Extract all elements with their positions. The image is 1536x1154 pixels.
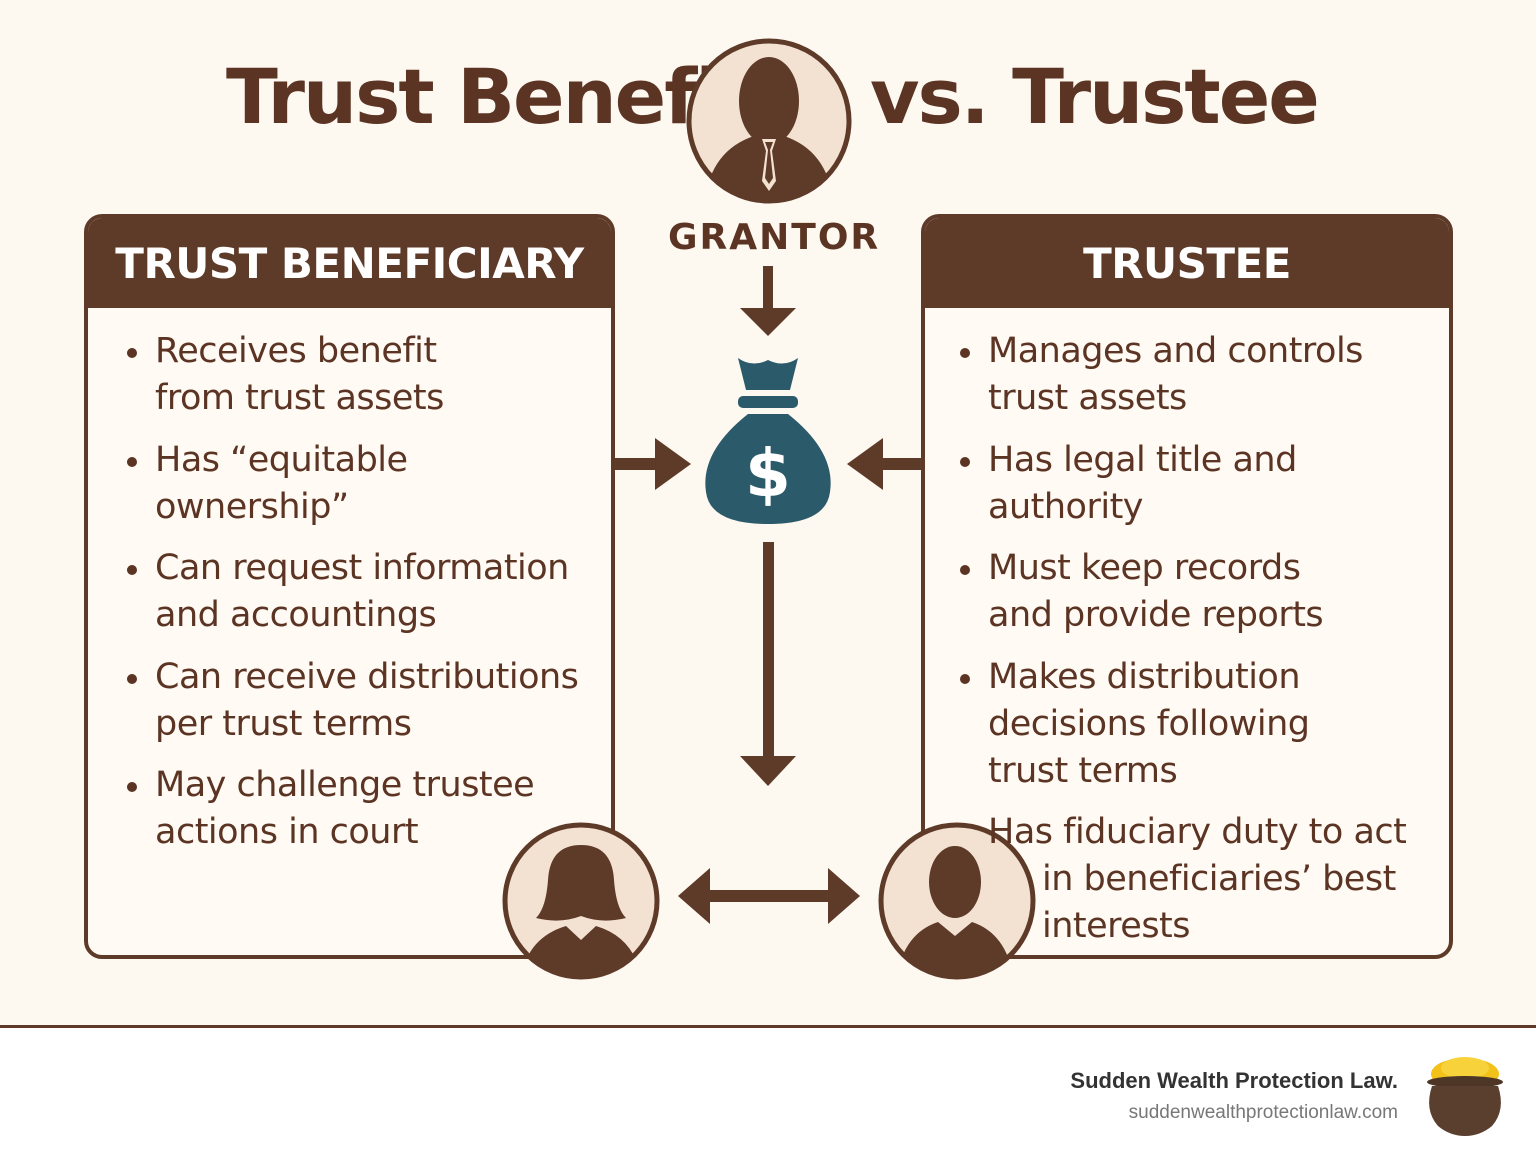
line: and accountings (155, 595, 437, 635)
line: ownership” (155, 487, 349, 527)
beneficiary-heading: TRUST BENEFICIARY (88, 218, 611, 308)
bullet (127, 782, 137, 792)
line: Manages and controls (988, 331, 1363, 371)
footer-url[interactable]: suddenwealthprotectionlaw.com (1128, 1102, 1398, 1123)
bullet (127, 565, 137, 575)
line: interests (1042, 906, 1191, 946)
woman-avatar-icon (502, 822, 660, 980)
bullet (960, 457, 970, 467)
footer: Sudden Wealth Protection Law. suddenweal… (0, 1025, 1536, 1154)
list-item: Can request information and accountings (155, 545, 569, 639)
line: from trust assets (155, 378, 444, 418)
list-item: Has legal title and authority (988, 437, 1297, 531)
line: per trust terms (155, 704, 412, 744)
line: Makes distribution (988, 657, 1301, 697)
double-arrow (678, 868, 860, 924)
line: authority (988, 487, 1143, 527)
line: Has legal title and (988, 440, 1297, 480)
grantor-avatar-icon (686, 38, 852, 204)
footer-brand: Sudden Wealth Protection Law. (1070, 1068, 1398, 1093)
arrow-right-to-bag (613, 438, 691, 490)
line: actions in court (155, 812, 419, 852)
line: Has “equitable (155, 440, 408, 480)
arrow-down-grantor (740, 266, 796, 336)
title-left: Trust Benefi (226, 52, 721, 141)
arrow-left-to-bag (847, 438, 925, 490)
bullet (960, 565, 970, 575)
list-item: May challenge trustee actions in court (155, 762, 535, 856)
list-item: Has fiduciary duty to act in beneficiarie… (988, 809, 1407, 950)
money-bag-dollar-icon: $ (705, 358, 831, 524)
line: and provide reports (988, 595, 1324, 635)
trustee-panel: TRUSTEE (921, 214, 1453, 959)
line: trust terms (988, 751, 1178, 791)
trustee-heading: TRUSTEE (925, 218, 1449, 308)
man-avatar-icon (878, 822, 1036, 980)
grantor-label: GRANTOR (668, 217, 881, 258)
list-item: Receives benefit from trust assets (155, 328, 444, 422)
beneficiary-panel: TRUST BENEFICIARY (84, 214, 615, 959)
line: Can receive distributions (155, 657, 579, 697)
bullet (127, 674, 137, 684)
list-item: Must keep records and provide reports (988, 545, 1324, 639)
line: Can request information (155, 548, 569, 588)
title-right: vs. Trustee (870, 52, 1320, 141)
line: trust assets (988, 378, 1187, 418)
list-item: Can receive distributions per trust terms (155, 654, 579, 748)
line: Receives benefit (155, 331, 437, 371)
line: in beneficiaries’ best (1042, 859, 1396, 899)
bullet (960, 674, 970, 684)
bullet (960, 348, 970, 358)
line: decisions following (988, 704, 1310, 744)
arrow-down-long (740, 542, 796, 786)
list-item: Has “equitable ownership” (155, 437, 408, 531)
pot-of-gold-icon (1427, 1057, 1503, 1136)
bullet (127, 457, 137, 467)
line: May challenge trustee (155, 765, 535, 805)
bullet (127, 348, 137, 358)
list-item: Makes distribution decisions following tru… (988, 654, 1310, 795)
line: Must keep records (988, 548, 1301, 588)
line: Has fiduciary duty to act (988, 812, 1407, 852)
list-item: Manages and controls trust assets (988, 328, 1363, 422)
svg-text:$: $ (745, 435, 791, 512)
